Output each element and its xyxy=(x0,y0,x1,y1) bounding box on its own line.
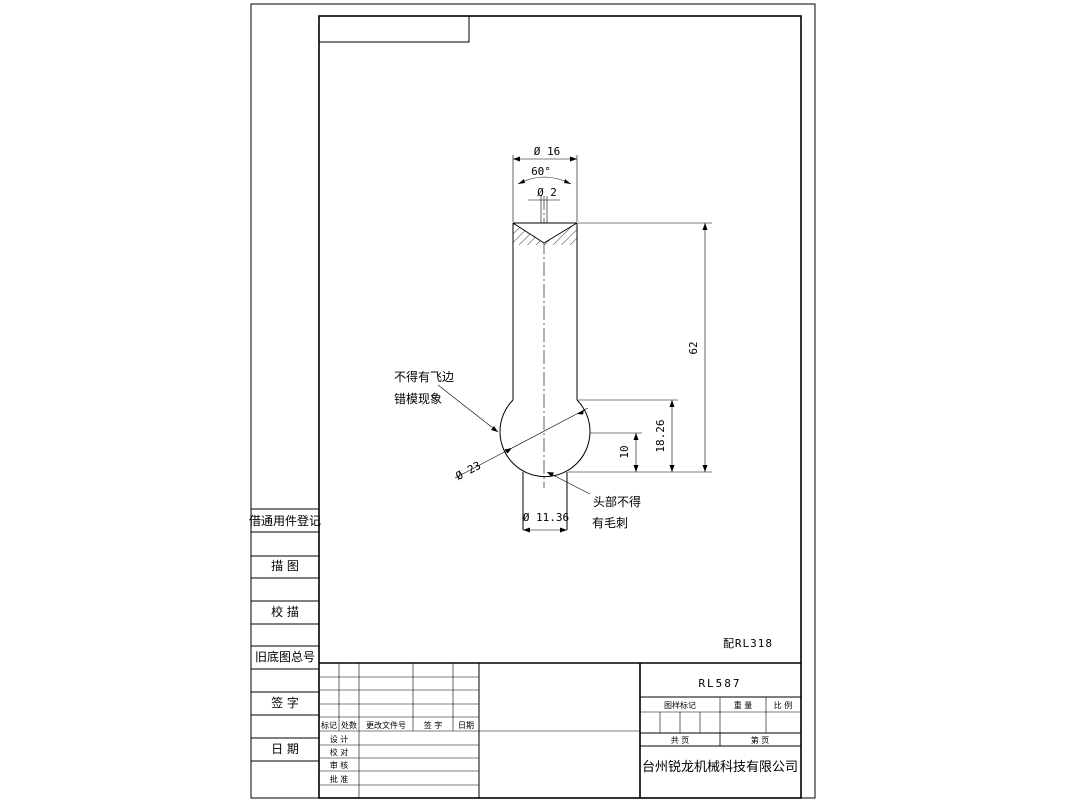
approval-design: 设 计 xyxy=(330,734,349,744)
dim-h62: 62 xyxy=(687,341,700,354)
dim-d16: Ø 16 xyxy=(534,145,561,158)
stage-mark-label: 图样标记 xyxy=(664,700,696,710)
note-flash-2: 错模现象 xyxy=(394,392,442,406)
label-sign: 签 字 xyxy=(271,695,299,710)
leader-flash xyxy=(437,384,499,433)
weight-label: 重 量 xyxy=(734,700,753,710)
scale-label: 比 例 xyxy=(774,700,793,710)
label-register: 借通用件登记 xyxy=(249,513,321,528)
dim-h10: 10 xyxy=(618,445,631,458)
dim-d11: Ø 11.36 xyxy=(523,511,569,524)
dim-d2: Ø 2 xyxy=(537,186,557,199)
label-old-no: 旧底图总号 xyxy=(255,649,315,664)
title-block: 标记 处数 更改文件号 签 字 日期 设 计 校 对 审 核 批 准 RL587… xyxy=(319,662,801,798)
approval-review: 审 核 xyxy=(330,760,349,770)
note-burr-1: 头部不得 xyxy=(593,494,641,509)
rev-col-sign: 签 字 xyxy=(424,720,443,730)
approval-proof: 校 对 xyxy=(330,747,349,757)
rev-col-mark: 标记 xyxy=(321,720,337,730)
dim-h18: 18.26 xyxy=(654,419,667,452)
rev-col-count: 处数 xyxy=(341,720,357,730)
note-burr-2: 有毛刺 xyxy=(592,516,628,530)
corner-box xyxy=(318,15,470,43)
rev-col-date: 日期 xyxy=(458,721,474,730)
company-name: 台州锐龙机械科技有限公司 xyxy=(642,760,798,775)
leader-burr xyxy=(546,471,591,495)
total-pages-label: 共 页 xyxy=(671,736,690,745)
label-check: 校 描 xyxy=(271,604,299,619)
approval-approve: 批 准 xyxy=(330,774,349,784)
left-panel: 借通用件登记 描 图 校 描 旧底图总号 签 字 日 期 xyxy=(249,508,321,762)
label-date: 日 期 xyxy=(271,742,299,756)
dim-angle: 60° xyxy=(531,165,551,178)
dim-d23: Ø 23 xyxy=(454,459,484,483)
rev-col-doc: 更改文件号 xyxy=(366,720,406,730)
label-draw: 描 图 xyxy=(271,559,299,573)
ball-head xyxy=(499,399,591,478)
part-drawing: Ø 16 60° Ø 2 62 18.26 10 Ø 23 xyxy=(394,145,773,650)
note-flash-1: 不得有飞边 xyxy=(394,369,454,384)
page-number-label: 第 页 xyxy=(751,735,770,745)
inner-frame xyxy=(318,15,802,799)
drawing-number: RL587 xyxy=(698,677,741,690)
match-note: 配RL318 xyxy=(723,637,773,650)
